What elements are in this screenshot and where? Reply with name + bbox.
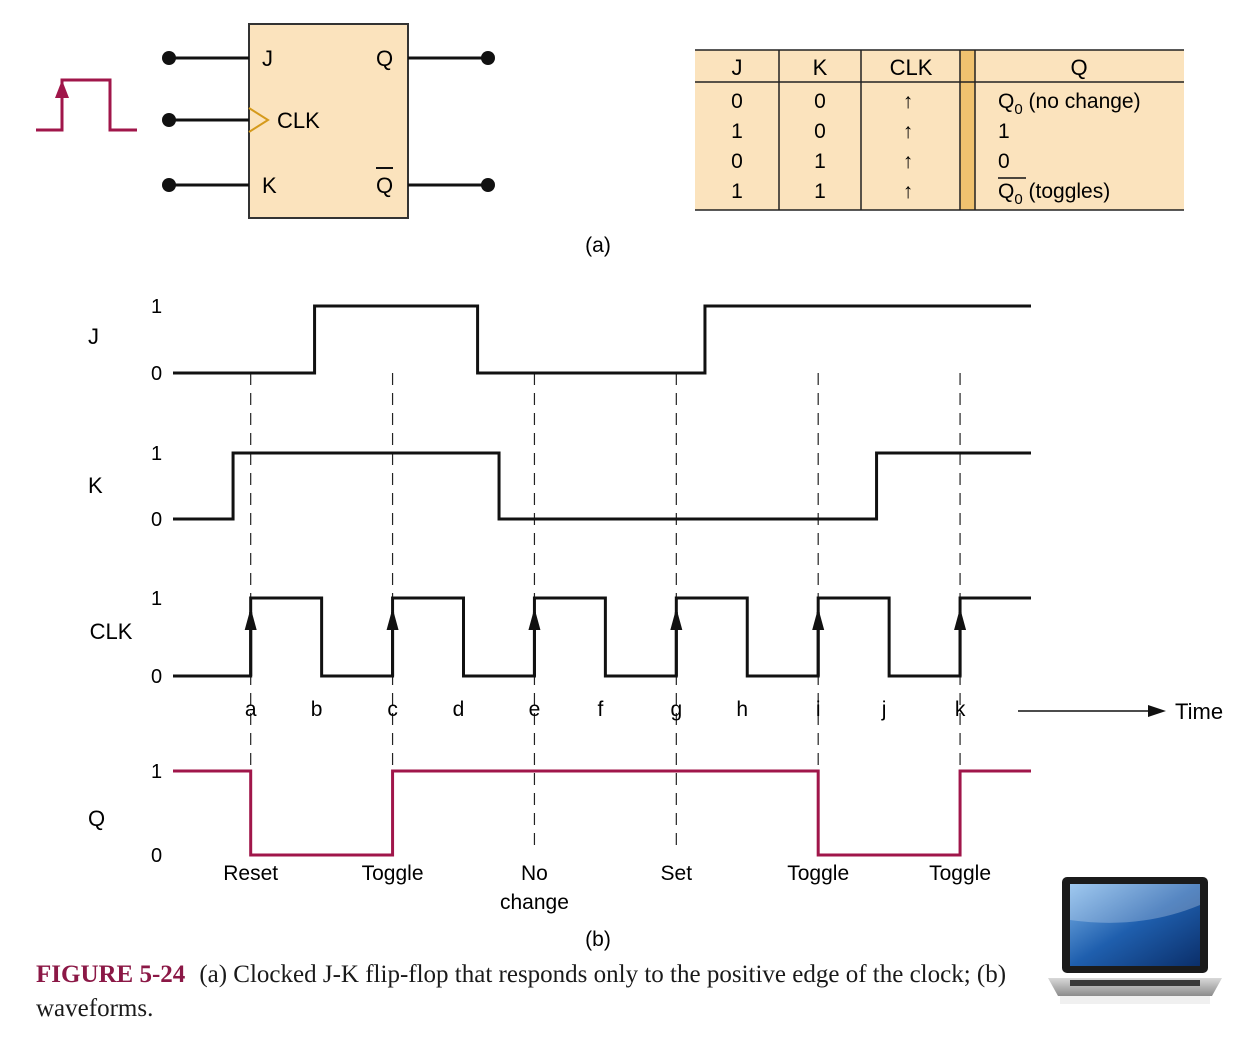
- laptop-icon: [1048, 877, 1222, 1004]
- time-point-label: h: [736, 698, 748, 721]
- signal-name-j: J: [88, 324, 99, 349]
- q-annotation: Toggle: [929, 862, 991, 885]
- waveform-k: [173, 451, 1031, 521]
- table-header-row: J K CLK Q: [732, 55, 1088, 80]
- table-row: 1 0 ↑ 1: [731, 120, 1010, 143]
- rising-edge-arrow-icon: [386, 608, 399, 630]
- table-cell-j: 1: [731, 180, 743, 203]
- table-cell-k: 1: [814, 150, 826, 173]
- clk-terminal: [162, 113, 176, 127]
- q-annotation: Toggle: [787, 862, 849, 885]
- qbar-terminal: [481, 178, 495, 192]
- time-point-label: c: [387, 698, 398, 721]
- level-low-label: 0: [151, 509, 162, 531]
- table-header-clk: CLK: [890, 55, 933, 80]
- table-cell-q: Q0 (no change): [998, 90, 1141, 118]
- label-a: (a): [585, 234, 611, 257]
- time-point-label: i: [816, 698, 821, 721]
- pin-k-label: K: [262, 173, 277, 198]
- level-high-label: 1: [151, 443, 162, 465]
- rising-edge-arrow-icon: [812, 608, 825, 630]
- table-cell-q: 1: [998, 120, 1010, 143]
- table-cell-k: 0: [814, 120, 826, 143]
- time-axis-label: Time: [1175, 699, 1223, 724]
- table-cell-clk: ↑: [903, 150, 914, 173]
- table-cell-q: 0: [998, 150, 1010, 173]
- table-cell-j: 1: [731, 120, 743, 143]
- label-b: (b): [585, 928, 611, 951]
- signal-name-q: Q: [88, 806, 105, 831]
- table-cell-k: 0: [814, 90, 826, 113]
- rising-edge-arrow-icon: [244, 608, 257, 630]
- table-header-j: J: [732, 55, 743, 80]
- level-high-label: 1: [151, 588, 162, 610]
- table-cell-q: Q0 (toggles): [998, 180, 1110, 208]
- waveform-j: [173, 304, 1031, 375]
- j-terminal: [162, 51, 176, 65]
- table-header-k: K: [813, 55, 828, 80]
- table-cell-k: 1: [814, 180, 826, 203]
- time-point-label: d: [453, 698, 465, 721]
- table-cell-clk: ↑: [903, 180, 914, 203]
- rising-edge-arrow-icon: [670, 608, 683, 630]
- table-cell-clk: ↑: [903, 120, 914, 143]
- q-annotation: Reset: [223, 862, 278, 885]
- q-terminal: [481, 51, 495, 65]
- time-point-label: b: [311, 698, 323, 721]
- table-cell-clk: ↑: [903, 90, 914, 113]
- time-point-label: k: [955, 698, 966, 721]
- table-row: 0 1 ↑ 0: [731, 150, 1010, 173]
- pulse-icon: [36, 78, 137, 132]
- pin-j-label: J: [262, 46, 273, 71]
- q-annotation: Set: [661, 862, 693, 885]
- waveform-clk: [173, 596, 1031, 678]
- signal-name-clk: CLK: [90, 619, 133, 644]
- time-arrow-icon: [1148, 705, 1166, 717]
- pin-q-label: Q: [376, 46, 393, 71]
- table-background: [695, 50, 1184, 210]
- level-high-label: 1: [151, 761, 162, 783]
- rising-edge-arrow-icon: [528, 608, 541, 630]
- time-point-label: g: [670, 698, 682, 721]
- time-point-label: j: [881, 698, 887, 721]
- q-annotation: Toggle: [362, 862, 424, 885]
- caption-text: (a) Clocked J-K flip-flop that responds …: [36, 961, 1007, 1022]
- pin-clk-label: CLK: [277, 108, 320, 133]
- figure-number: FIGURE 5-24: [36, 961, 186, 988]
- k-terminal: [162, 178, 176, 192]
- table-cell-j: 0: [731, 150, 743, 173]
- flipflop-symbol: J CLK K Q Q: [36, 23, 495, 219]
- clock-triangle-icon: [248, 107, 270, 133]
- time-point-label: a: [245, 698, 257, 721]
- table-row: 0 0 ↑ Q0 (no change): [731, 90, 1140, 118]
- table-divider-band: [960, 50, 975, 210]
- table-row: 1 1 ↑ Q0 (toggles): [731, 177, 1110, 208]
- signal-name-k: K: [88, 473, 103, 498]
- time-point-label: f: [597, 698, 603, 721]
- table-cell-j: 0: [731, 90, 743, 113]
- level-low-label: 0: [151, 363, 162, 385]
- figure-caption: FIGURE 5-24(a) Clocked J-K flip-flop tha…: [36, 958, 1026, 1026]
- time-point-label: e: [529, 698, 541, 721]
- level-high-label: 1: [151, 296, 162, 318]
- pin-qbar-label: Q: [376, 173, 393, 198]
- flipflop-block: [248, 23, 409, 219]
- level-low-label: 0: [151, 666, 162, 688]
- table-header-q: Q: [1070, 55, 1087, 80]
- level-low-label: 0: [151, 845, 162, 867]
- waveform-q: [173, 769, 1031, 857]
- rising-edge-arrow-icon: [954, 608, 967, 630]
